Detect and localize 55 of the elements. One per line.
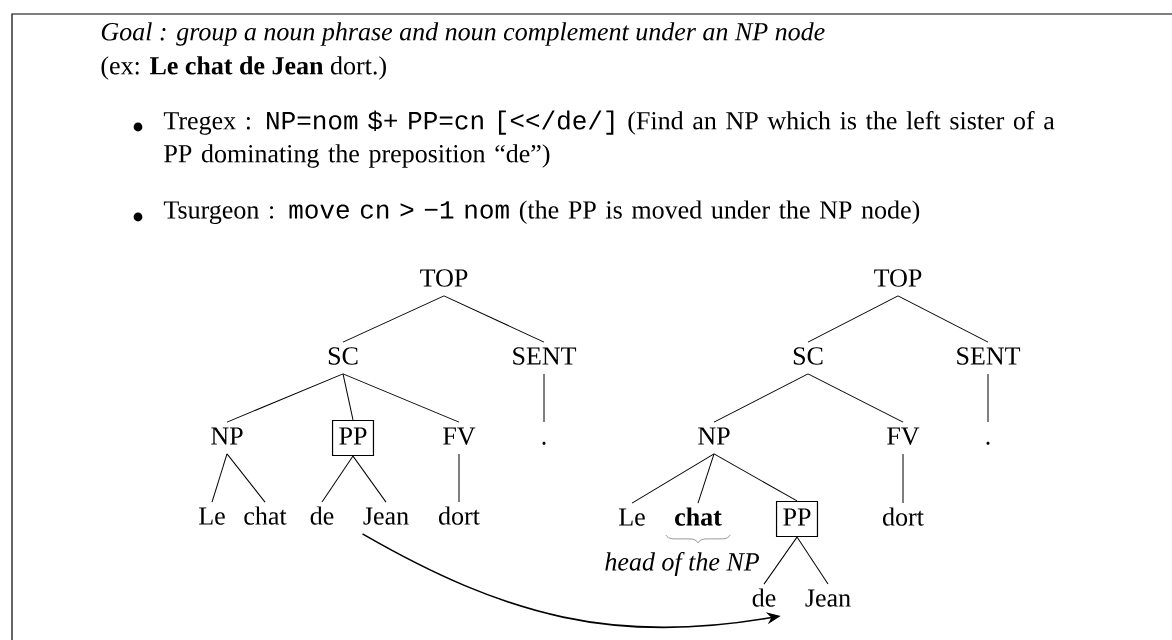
label: PP dominating the preposition “de”): [164, 144, 550, 168]
boxed-node-label: PP: [775, 500, 819, 538]
label: NP=nom $+ PP=cn [<</de/]: [267, 110, 614, 135]
tree-node-label: dort: [883, 507, 924, 526]
tree-node-label: de: [752, 588, 776, 607]
tree-node-label: Jean: [805, 589, 851, 607]
tree-node-label: .: [542, 441, 546, 445]
branch-line: [342, 295, 445, 343]
tree-node-label: Le: [619, 508, 645, 526]
tree-node-label: dort: [439, 506, 480, 525]
tree-node-label: SC: [328, 347, 358, 365]
branch-line: [807, 295, 899, 343]
tree-node-label: Jean: [363, 507, 409, 525]
branch-line: [443, 295, 545, 343]
tree-node-label: TOP: [420, 269, 468, 287]
branch-line: [342, 373, 354, 421]
branch-line: [713, 373, 809, 423]
branch-line: [458, 453, 460, 503]
branch-line: [897, 295, 989, 343]
tree-node-label: NP: [211, 427, 243, 445]
tree-node-label: chat: [244, 506, 287, 525]
branch-line: [713, 453, 798, 502]
branch-line: [807, 373, 904, 423]
boxed-node-label: PP: [331, 419, 375, 457]
tree-node-label: Le: [199, 507, 225, 525]
branch-line: [226, 453, 266, 503]
tree-node-label: SENT: [513, 347, 577, 365]
annotation: head of the NP: [605, 552, 759, 576]
branch-line: [987, 373, 989, 423]
label: (Find an NP which is the left sister of a: [628, 110, 1055, 135]
tree-node-label: FV: [443, 427, 476, 445]
tree-node-label: TOP: [874, 269, 922, 287]
bullet-item-text: Tregex : NP=nom $+ PP=cn [<</de/] (Find an NP which is the left sister of a PP dominating the preposition “de”): [163, 110, 1055, 168]
branch-line: [763, 536, 798, 585]
branch-line: [697, 453, 715, 504]
branch-line: [796, 536, 829, 585]
branch-line: [321, 455, 354, 503]
tree-node-label: SC: [793, 347, 823, 365]
branch-line: [352, 455, 387, 503]
branch-line: [902, 453, 904, 504]
goal-heading: Goal : group a noun phrase and noun complement under an NP node: [101, 22, 825, 46]
tree-node-label: SENT: [957, 347, 1021, 365]
tree-node-label: NP: [698, 427, 730, 445]
bullet-item-text: Tsurgeon : move cn > −1 nom (the PP is moved under the NP node): [163, 200, 920, 225]
tree-node-label: FV: [887, 427, 920, 445]
tree-node-label: .: [986, 441, 990, 445]
example-sentence: (ex: Le chat de Jean dort.): [101, 56, 386, 80]
label: Tregex :: [163, 112, 250, 135]
tree-node-label: de: [310, 506, 334, 525]
branch-line: [543, 373, 545, 423]
branch-line: [342, 373, 460, 423]
branch-line: [211, 453, 228, 503]
branch-line: [631, 453, 715, 504]
tree-node-label: chat: [675, 507, 722, 526]
branch-line: [226, 373, 344, 423]
